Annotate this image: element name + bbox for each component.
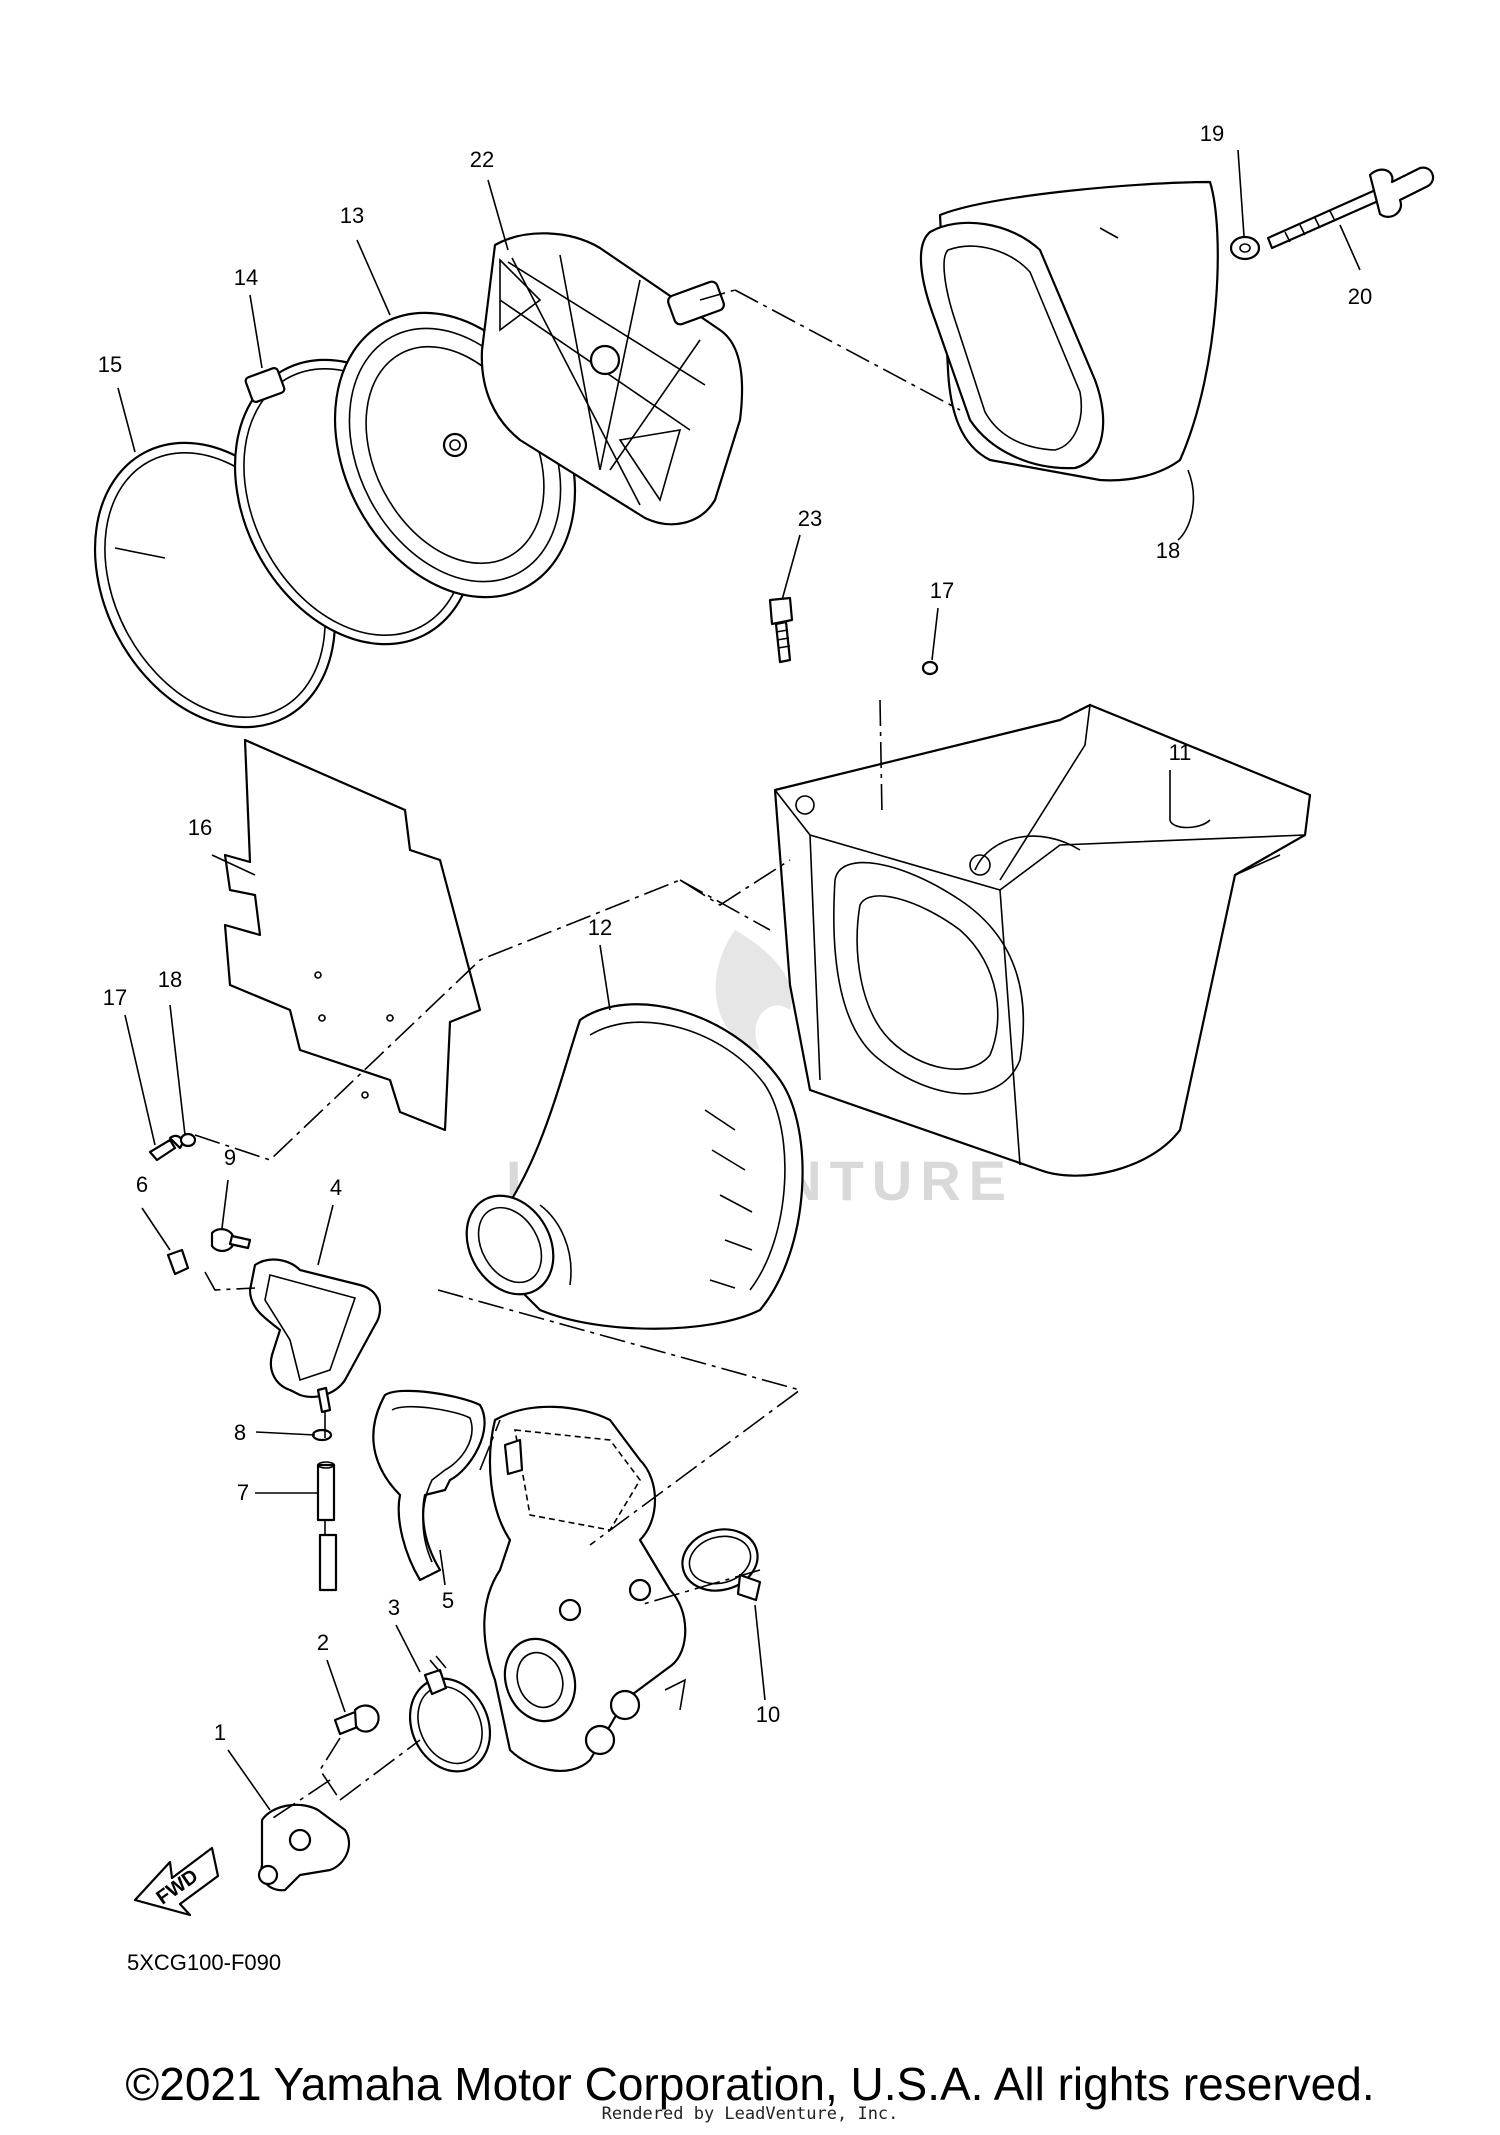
part-5-gasket bbox=[372, 1389, 486, 1582]
fwd-arrow-icon: FWD bbox=[133, 1846, 220, 1917]
callout-7: 7 bbox=[237, 1480, 249, 1505]
callout-12: 12 bbox=[588, 915, 612, 940]
part-20-washer bbox=[1229, 235, 1261, 261]
part-11-air-filter-case bbox=[773, 703, 1312, 1177]
part-10-clamp bbox=[681, 1528, 762, 1602]
part-6-clip bbox=[166, 1248, 190, 1276]
part-22-filter-guide bbox=[480, 232, 744, 526]
callout-16: 16 bbox=[188, 815, 212, 840]
callout-10: 10 bbox=[756, 1702, 780, 1727]
callout-20: 19 bbox=[1200, 121, 1224, 146]
callout-4: 4 bbox=[330, 1175, 342, 1200]
callout-13: 13 bbox=[340, 203, 364, 228]
callout-19: 18 bbox=[1156, 538, 1180, 563]
carburetor-body bbox=[483, 1405, 687, 1772]
part-18-washer-upper bbox=[921, 660, 939, 676]
part-3-clamp bbox=[408, 1655, 492, 1773]
assembly-lines bbox=[194, 289, 961, 1821]
part-21-wing-bolt bbox=[1266, 166, 1435, 250]
callout-23: 23 bbox=[798, 506, 822, 531]
part-12-joint bbox=[465, 1003, 804, 1330]
callout-21: 20 bbox=[1348, 284, 1372, 309]
callout-17: 17 bbox=[103, 985, 127, 1010]
part-2-screw bbox=[333, 1704, 380, 1736]
callout-8: 8 bbox=[234, 1420, 246, 1445]
part-4-cover bbox=[248, 1258, 382, 1414]
callout-22: 22 bbox=[470, 147, 494, 172]
part-16-cover-plate bbox=[223, 738, 482, 1132]
callout-2: 2 bbox=[317, 1630, 329, 1655]
part-7-hose bbox=[316, 1461, 338, 1592]
callout-15: 15 bbox=[98, 352, 122, 377]
callout-18-upper: 17 bbox=[930, 578, 954, 603]
rendered-by-credit: Rendered by LeadVenture, Inc. bbox=[601, 2104, 899, 2124]
part-23-bolt bbox=[768, 596, 794, 664]
leader-lines bbox=[117, 149, 1361, 1811]
callout-11: 11 bbox=[1169, 740, 1192, 765]
part-17-rivet bbox=[148, 1134, 184, 1162]
callout-14: 14 bbox=[234, 265, 258, 290]
part-19-air-filter bbox=[919, 180, 1219, 482]
part-8-o-ring bbox=[311, 1428, 333, 1442]
callout-6: 6 bbox=[136, 1172, 148, 1197]
callout-1: 1 bbox=[214, 1720, 226, 1745]
callout-3: 3 bbox=[388, 1595, 400, 1620]
part-1-bracket bbox=[257, 1803, 351, 1892]
part-18-washer-lower bbox=[179, 1132, 197, 1148]
diagram-code: 5XCG100-F090 bbox=[127, 1950, 281, 1975]
callout-18-lower: 18 bbox=[158, 967, 182, 992]
callout-9: 9 bbox=[224, 1145, 236, 1170]
part-9-screw bbox=[210, 1228, 252, 1252]
callout-labels: 15 14 13 22 19 20 18 23 17 11 12 16 17 1… bbox=[98, 121, 1372, 1745]
callout-5: 5 bbox=[442, 1588, 454, 1613]
copyright-notice: ©2021 Yamaha Motor Corporation, U.S.A. A… bbox=[125, 2058, 1375, 2110]
